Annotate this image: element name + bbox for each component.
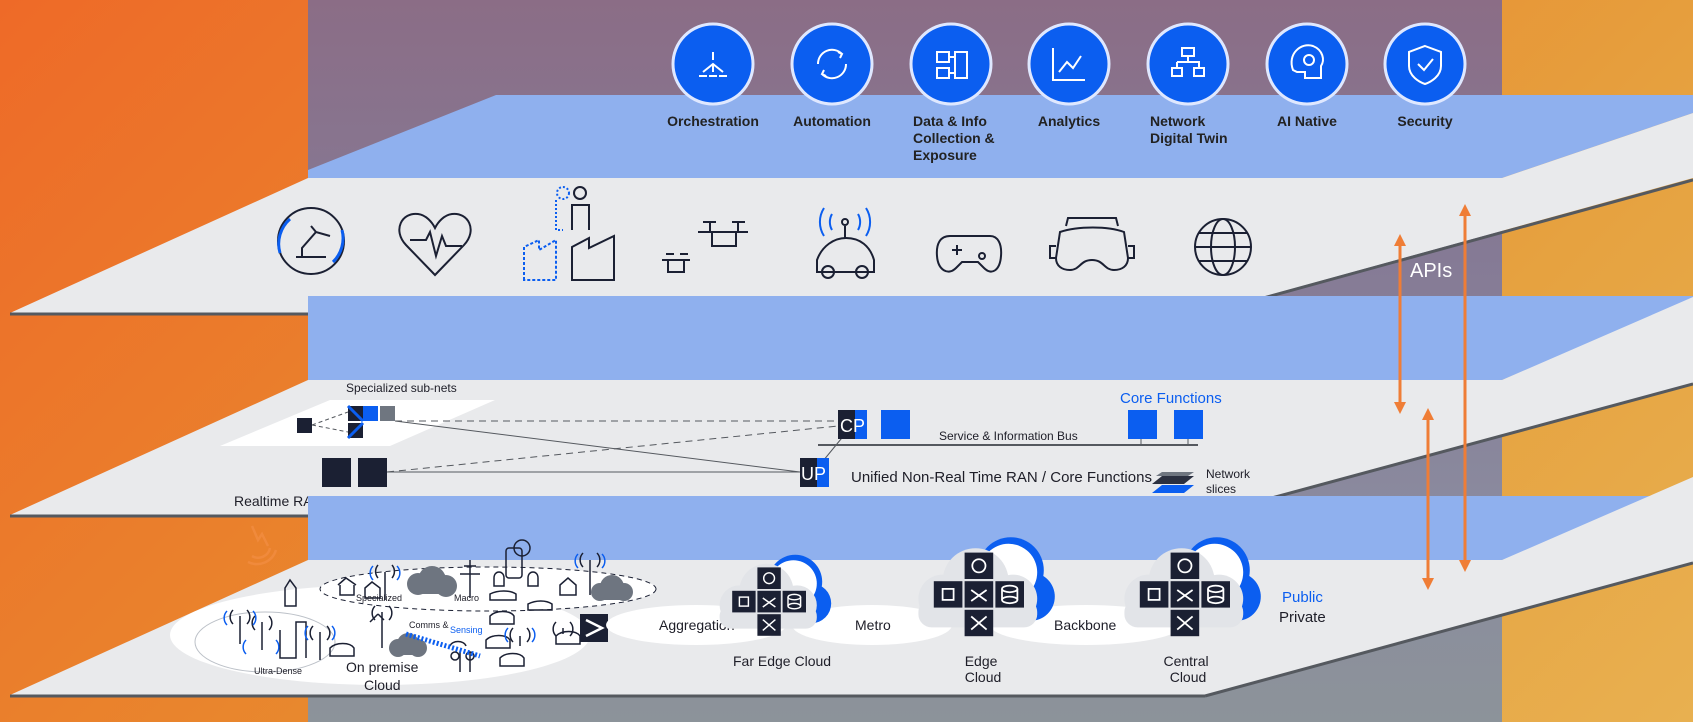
specialized-label: Specialized bbox=[356, 593, 402, 603]
network-slices-label: Network slices bbox=[1206, 467, 1253, 496]
public-label: Public bbox=[1282, 589, 1323, 606]
api-arrows bbox=[1394, 204, 1471, 590]
gamepad-icon bbox=[935, 235, 1003, 273]
analytics-label: Analytics bbox=[1038, 113, 1100, 129]
apis-label: APIs bbox=[1410, 260, 1452, 282]
orchestration-label: Orchestration bbox=[667, 113, 759, 129]
up-label: UP bbox=[801, 464, 826, 484]
cp-label: CP bbox=[840, 416, 865, 436]
central-cloud-label: Central Cloud bbox=[1163, 653, 1212, 685]
cloud-sites bbox=[719, 537, 1261, 637]
ran-elements: Specialized sub-nets Realtime RAN Functi… bbox=[234, 381, 1253, 509]
aggregation-label: Aggregation bbox=[659, 617, 735, 633]
sensing-label: Sensing bbox=[450, 625, 483, 635]
security-label: Security bbox=[1397, 113, 1452, 129]
capability-security: Security bbox=[1383, 22, 1467, 129]
capability-orchestration: Orchestration bbox=[667, 22, 759, 129]
service-bus-label: Service & Information Bus bbox=[939, 429, 1078, 443]
sensing-signal-icon bbox=[247, 525, 278, 566]
top-plane-blue bbox=[308, 95, 1693, 178]
capability-analytics: Analytics bbox=[1027, 22, 1111, 129]
specialized-subnets-label: Specialized sub-nets bbox=[346, 381, 457, 395]
data-info-icon-circle bbox=[909, 22, 993, 106]
robot-arm-icon bbox=[277, 207, 345, 275]
data-info-icon bbox=[936, 51, 968, 79]
ran-plane-surface bbox=[10, 297, 1693, 515]
ai-native-label: AI Native bbox=[1277, 113, 1337, 129]
private-label: Private bbox=[1279, 609, 1326, 626]
edge-cloud bbox=[918, 537, 1055, 637]
heart-monitor-icon bbox=[398, 212, 472, 277]
apps-plane-surface bbox=[10, 113, 1693, 313]
orchestration-icon bbox=[699, 52, 727, 77]
far-edge-cloud-label: Far Edge Cloud bbox=[733, 653, 831, 669]
network-slices-icon bbox=[1152, 472, 1194, 493]
core-functions-label: Core Functions bbox=[1120, 390, 1222, 407]
band-2 bbox=[308, 296, 1693, 380]
automation-icon-circle bbox=[790, 22, 874, 106]
unified-label: Unified Non-Real Time RAN / Core Functio… bbox=[851, 469, 1152, 486]
on-premise-label: On premise Cloud bbox=[346, 659, 422, 693]
edge-cloud-label: Edge Cloud bbox=[965, 653, 1002, 685]
security-icon bbox=[1408, 44, 1442, 86]
analytics-icon bbox=[1052, 48, 1085, 81]
central-cloud bbox=[1124, 537, 1261, 637]
connected-car-icon bbox=[816, 207, 875, 279]
ultra-dense-label: Ultra-Dense bbox=[254, 666, 302, 676]
backbone-label: Backbone bbox=[1054, 617, 1116, 633]
globe-icon bbox=[1194, 218, 1252, 276]
capability-automation: Automation bbox=[790, 22, 874, 129]
digital-twin-icon-circle bbox=[1146, 22, 1230, 106]
app-icons bbox=[277, 186, 1252, 281]
macro-label: Macro bbox=[454, 593, 479, 603]
digital-twin-icon bbox=[1171, 47, 1205, 77]
metro-label: Metro bbox=[855, 617, 891, 633]
capability-ai-native: AI Native bbox=[1265, 22, 1349, 129]
security-icon-circle bbox=[1383, 22, 1467, 106]
automation-label: Automation bbox=[793, 113, 871, 129]
far-edge-cloud bbox=[719, 554, 832, 636]
comms-label: Comms & bbox=[409, 620, 449, 630]
automation-icon bbox=[816, 48, 848, 80]
top-plane bbox=[308, 95, 1693, 178]
ai-native-icon bbox=[1290, 44, 1324, 79]
band-3 bbox=[308, 496, 1693, 560]
drones-icon bbox=[662, 221, 748, 273]
vr-headset-icon bbox=[1049, 217, 1135, 272]
smart-factory-icon bbox=[523, 186, 615, 281]
access-cloud-area: Specialized Macro Ultra-Dense Comms & Se… bbox=[170, 539, 657, 693]
